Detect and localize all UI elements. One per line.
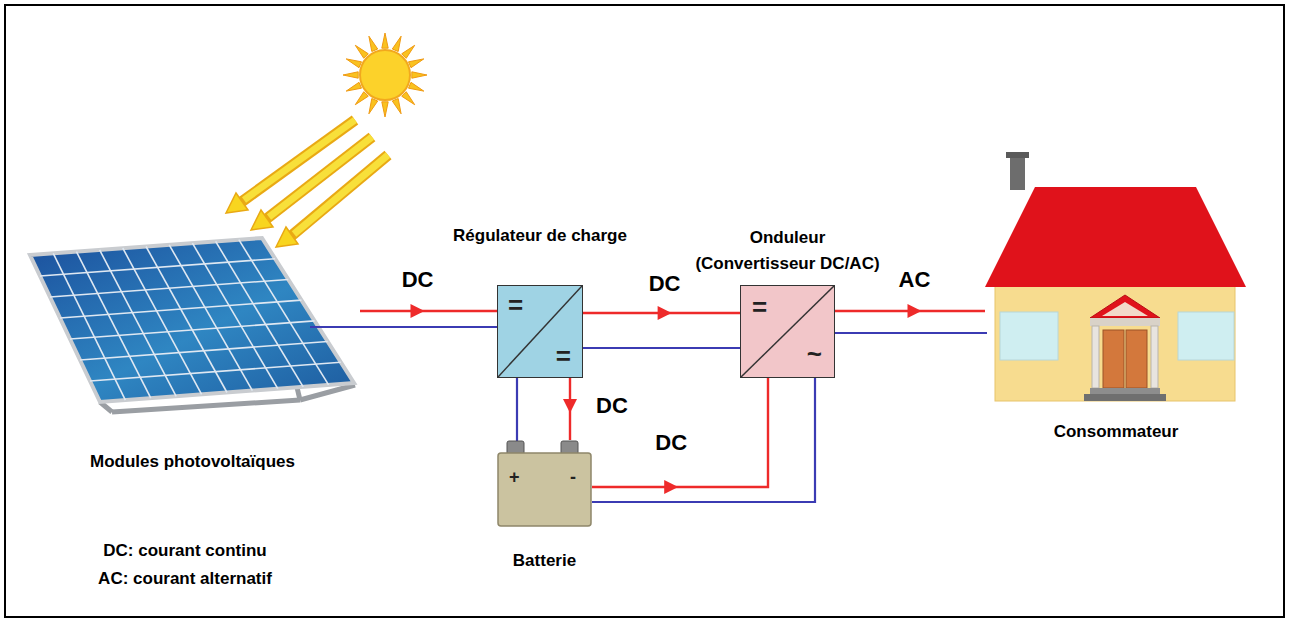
dc-symbol: = xyxy=(508,292,523,318)
arrow-head xyxy=(908,304,922,318)
arrow-head xyxy=(664,480,678,494)
dc-symbol: = xyxy=(752,294,767,320)
dc-wire xyxy=(583,306,740,320)
pv-cell-grid xyxy=(40,240,341,400)
light-beams-inner xyxy=(244,120,388,234)
inverter-box: Onduleur (Convertisseur DC/AC)=~ xyxy=(740,285,835,378)
node-caption: Consommateur xyxy=(1054,422,1179,442)
node-caption: Onduleur (Convertisseur DC/AC) xyxy=(692,225,884,277)
house xyxy=(985,152,1246,401)
terminal-sign: + xyxy=(509,464,520,490)
dc-wire xyxy=(360,304,497,318)
current-type-label: DC xyxy=(649,271,681,297)
node-caption: Modules photovoltaïques xyxy=(90,452,295,472)
note-text: AC: courant alternatif xyxy=(98,569,272,589)
note-text: DC: courant continu xyxy=(103,541,266,561)
node-caption: Batterie xyxy=(513,551,576,571)
current-type-label: DC xyxy=(402,267,434,293)
consumer-house: Consommateur xyxy=(985,150,1247,445)
pv-panel xyxy=(30,238,354,402)
return-wires xyxy=(310,327,987,502)
pv-modules: Modules photovoltaïques xyxy=(25,225,360,475)
light-beams xyxy=(240,120,388,237)
charge-regulator-box: Régulateur de charge== xyxy=(497,285,583,378)
node-caption: Régulateur de charge xyxy=(453,226,627,246)
arrow-head xyxy=(563,399,577,413)
battery: +-Batterie xyxy=(497,440,592,527)
arrow-head xyxy=(658,306,672,320)
current-type-label: DC xyxy=(655,430,687,456)
arrow-head xyxy=(411,304,425,318)
sun xyxy=(360,50,410,100)
sun-rays xyxy=(343,33,427,117)
terminal-sign: - xyxy=(570,464,576,490)
dc-wire xyxy=(563,378,577,440)
dc-symbol: = xyxy=(556,343,571,369)
current-type-label: DC xyxy=(596,393,628,419)
ac-symbol: ~ xyxy=(807,341,822,367)
current-type-label: AC xyxy=(899,267,931,293)
dc-wire xyxy=(835,304,985,318)
dc-wire xyxy=(592,378,768,494)
